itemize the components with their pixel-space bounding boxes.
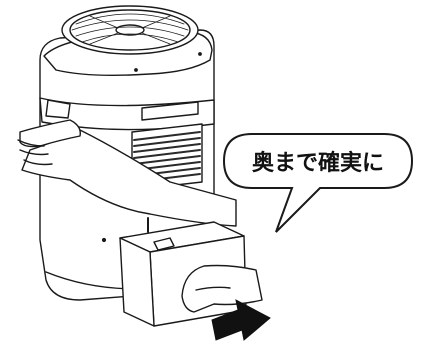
right-hand [181,264,263,313]
left-fingers [19,119,81,148]
right-palm [181,264,263,313]
screw-3 [101,237,107,243]
fan-ribs [71,13,189,45]
tank-side [119,237,155,327]
tank-cap [153,237,175,251]
fan-hub [115,24,145,36]
speech-bubble [222,133,414,233]
front-handle [141,101,199,121]
callout-text: 奥まで確実に [251,151,384,176]
screw-2 [198,52,202,56]
side-handle [45,99,71,119]
arrow-icon [211,299,271,341]
fan-grille [69,9,191,51]
screw-1 [134,68,138,72]
left-hand [17,119,237,227]
